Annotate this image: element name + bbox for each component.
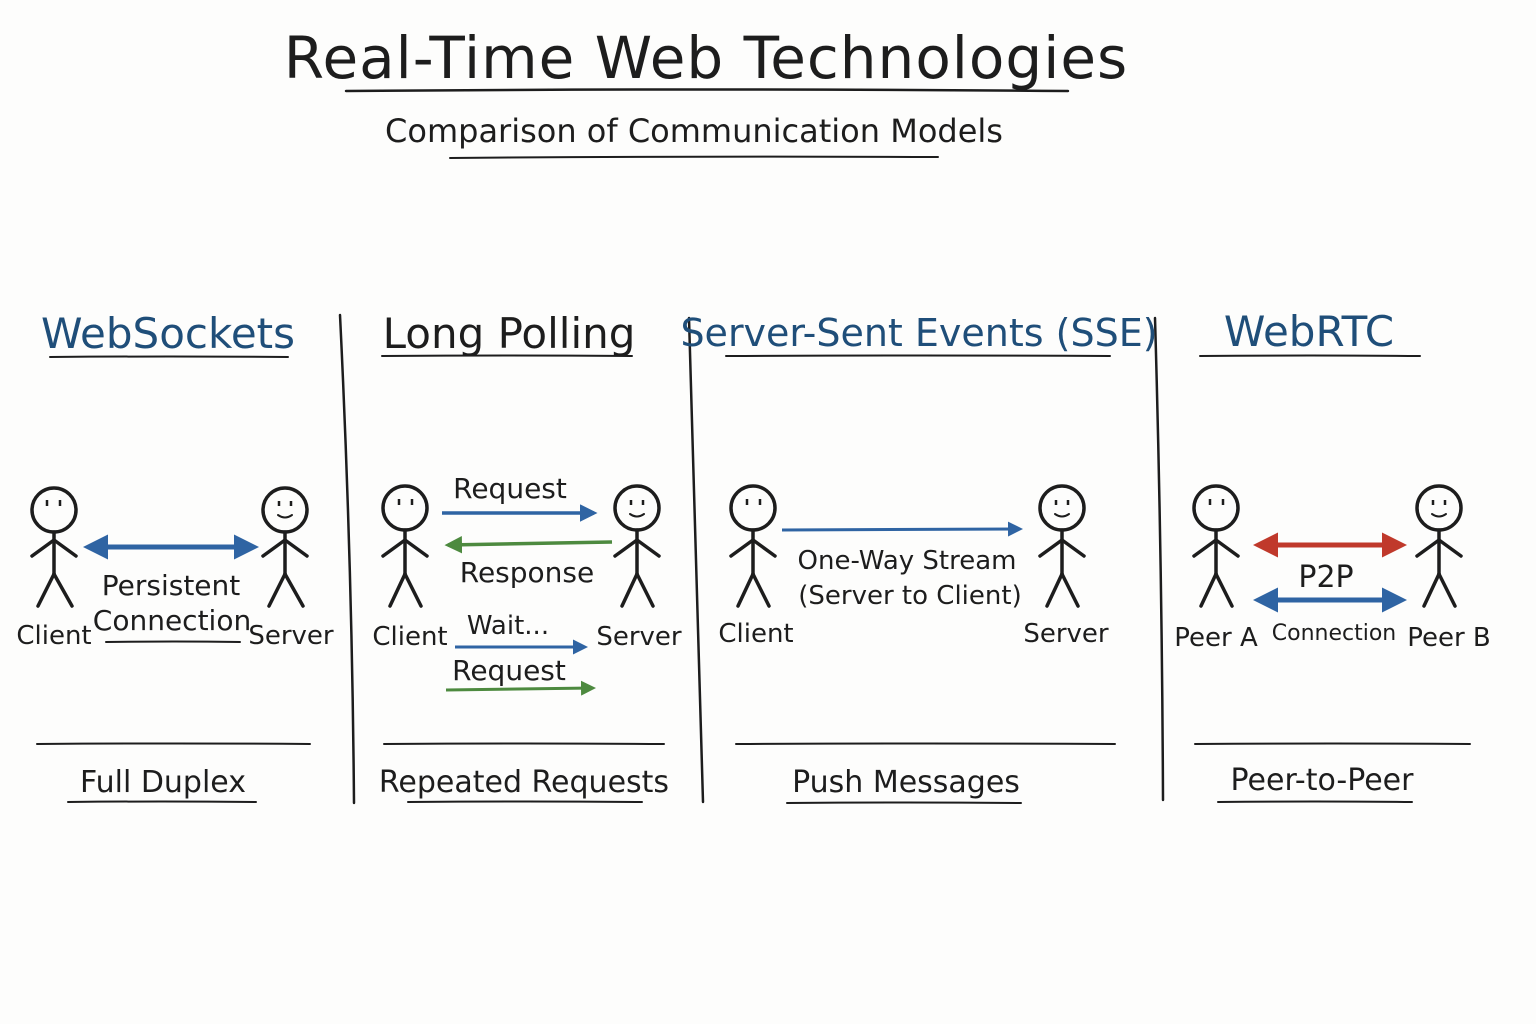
title-underline (344, 88, 1070, 93)
actor-label: Server (596, 622, 682, 652)
response-arrow (444, 535, 613, 554)
footer-rule (36, 742, 311, 745)
stream-arrow (781, 521, 1023, 537)
panel-websockets: WebSockets Client (16, 309, 334, 803)
footer-underline (67, 800, 257, 803)
stick-figure-icon (613, 484, 661, 608)
request-label: Request (453, 472, 567, 505)
page-subtitle: Comparison of Communication Models (385, 112, 1003, 150)
footer-rule (383, 742, 665, 745)
p2p-label: P2P (1298, 560, 1353, 595)
stick-figure-icon (1415, 484, 1463, 608)
actor-label: Server (248, 621, 334, 651)
actor-client: Client (372, 484, 448, 652)
actor-label: Client (372, 622, 447, 652)
heading-underline (381, 354, 633, 357)
actor-server: Server (596, 484, 682, 652)
heading-underline (1199, 354, 1421, 357)
footer-underline (1217, 800, 1413, 803)
stream-label: (Server to Client) (798, 581, 1021, 611)
actor-label: Peer A (1174, 623, 1258, 653)
face-icon (1208, 499, 1225, 505)
heading-underline (725, 354, 1111, 357)
connection-label: Connection (1272, 621, 1396, 646)
connection-label: Connection (93, 604, 251, 637)
column-dividers (338, 313, 1165, 805)
actor-peer-b: Peer B (1407, 484, 1491, 653)
panel-footer: Push Messages (792, 765, 1020, 800)
divider-1 (338, 313, 356, 805)
panel-webrtc: WebRTC Peer A (1174, 307, 1491, 803)
face-icon (45, 500, 62, 506)
stick-figure-icon (729, 484, 777, 608)
panel-sse: Server-Sent Events (SSE) Client (680, 311, 1158, 804)
face-icon (277, 501, 293, 519)
actor-label: Client (16, 621, 91, 651)
stick-figure-icon (1192, 484, 1240, 608)
stick-figure-icon (381, 484, 429, 608)
footer-rule (735, 742, 1116, 745)
actor-client: Client (16, 486, 92, 651)
connection-label: Persistent (102, 569, 241, 602)
actor-client: Client (718, 484, 794, 649)
divider-2 (687, 316, 705, 804)
actor-peer-a: Peer A (1174, 484, 1258, 653)
face-icon (1054, 500, 1070, 518)
stream-label: One-Way Stream (798, 546, 1017, 576)
panel-heading: WebRTC (1224, 307, 1394, 356)
face-icon (745, 499, 762, 505)
request-label-2: Request (452, 654, 566, 687)
panel-footer: Repeated Requests (379, 765, 669, 800)
footer-underline (407, 800, 643, 803)
panel-heading: WebSockets (41, 309, 295, 358)
label-underline (105, 640, 241, 643)
request-arrow-2 (445, 680, 596, 696)
subtitle-underline (449, 155, 939, 159)
header: Real-Time Web Technologies Comparison of… (284, 24, 1129, 159)
divider-3 (1153, 316, 1165, 802)
actor-label: Peer B (1407, 623, 1491, 653)
page-title: Real-Time Web Technologies (284, 24, 1129, 92)
actor-server: Server (1023, 484, 1109, 649)
panel-long-polling: Long Polling Client (372, 309, 682, 803)
stick-figure-icon (30, 486, 78, 608)
face-icon (397, 499, 414, 505)
wait-label: Wait... (467, 611, 549, 641)
panel-heading: Long Polling (383, 309, 636, 358)
panel-heading: Server-Sent Events (SSE) (680, 311, 1157, 355)
panel-footer: Full Duplex (80, 765, 246, 800)
heading-underline (49, 355, 289, 358)
actor-label: Client (718, 619, 793, 649)
footer-underline (786, 801, 1022, 804)
footer-rule (1194, 742, 1471, 745)
face-icon (629, 500, 645, 518)
stick-figure-icon (1038, 484, 1086, 608)
panel-footer: Peer-to-Peer (1231, 763, 1415, 798)
face-icon (1431, 500, 1447, 518)
actor-server: Server (248, 486, 334, 651)
stick-figure-icon (261, 486, 309, 608)
response-label: Response (460, 556, 594, 589)
actor-label: Server (1023, 619, 1109, 649)
